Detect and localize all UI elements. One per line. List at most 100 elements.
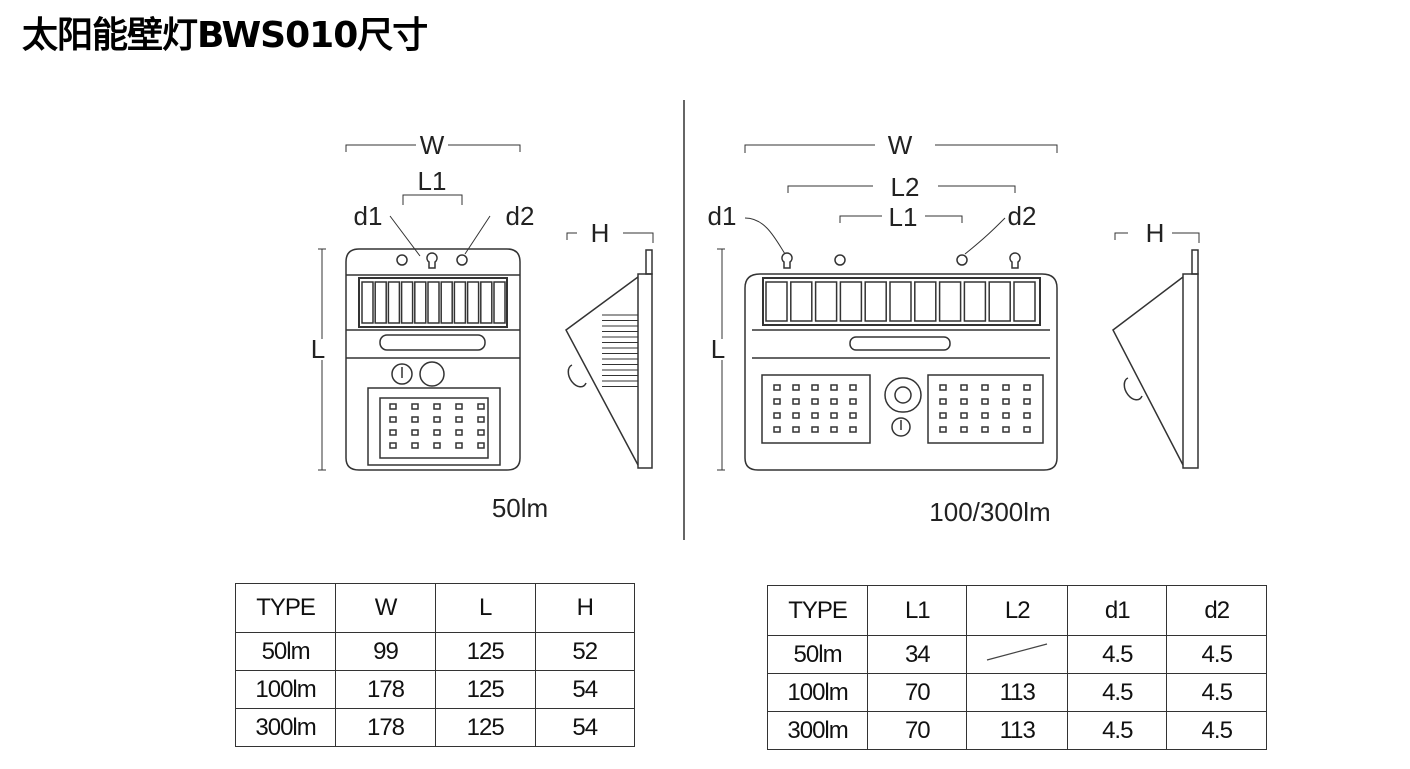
led — [792, 426, 800, 433]
dim-label-d1: d1 — [708, 201, 737, 231]
led — [981, 426, 989, 433]
led — [773, 412, 781, 419]
led — [830, 412, 838, 419]
header-cell: d1 — [1067, 585, 1168, 636]
right-dimensions — [717, 144, 1200, 471]
left-dimensions — [318, 144, 654, 471]
dim-label-l2: L2 — [891, 172, 920, 202]
header-cell: d2 — [1166, 585, 1267, 636]
table-cell: 178 — [335, 670, 436, 709]
led — [792, 384, 800, 391]
sensor-icon — [884, 377, 922, 413]
table-cell: 70 — [867, 711, 968, 750]
led — [960, 426, 968, 433]
solar-cell — [988, 281, 1011, 322]
led — [981, 384, 989, 391]
solar-cell — [427, 281, 440, 324]
led — [1023, 412, 1031, 419]
solar-cell — [361, 281, 374, 324]
page-title: 太阳能壁灯BWS010尺寸 — [22, 15, 428, 56]
led — [939, 398, 947, 405]
solar-cell — [814, 281, 838, 322]
led — [811, 398, 819, 405]
caption-100-300lm: 100/300lm — [929, 497, 1050, 527]
table-cell: 4.5 — [1166, 711, 1267, 750]
table-cell: 4.5 — [1067, 673, 1168, 712]
led — [981, 412, 989, 419]
header-cell: L — [434, 583, 536, 633]
solar-cell — [440, 281, 453, 324]
not-applicable-slash — [966, 635, 1069, 674]
table-cell: 125 — [434, 670, 536, 709]
table-cell: 125 — [434, 632, 536, 671]
led — [1023, 426, 1031, 433]
led — [477, 403, 485, 410]
table-cell: 34 — [867, 635, 968, 674]
led — [811, 426, 819, 433]
led — [433, 429, 441, 436]
solar-cell — [387, 281, 401, 324]
table-cell: 4.5 — [1067, 635, 1168, 674]
led — [433, 403, 441, 410]
solar-cell — [864, 281, 887, 322]
solar-cell — [938, 281, 962, 322]
solar-cell — [790, 281, 813, 322]
solar-cell — [765, 281, 788, 322]
led — [773, 426, 781, 433]
led — [389, 429, 397, 436]
dim-label-l1: L1 — [889, 202, 918, 232]
solar-cell — [453, 281, 467, 324]
led — [477, 429, 485, 436]
dim-label-d2: d2 — [1008, 201, 1037, 231]
table-cell: 70 — [867, 673, 968, 712]
solar-cell — [480, 281, 493, 324]
table-cell: 4.5 — [1166, 673, 1267, 712]
header-cell: TYPE — [766, 585, 869, 636]
keyhole — [426, 252, 438, 269]
led — [477, 442, 485, 449]
led — [811, 412, 819, 419]
table-cell: 52 — [534, 632, 636, 671]
left-side-view — [565, 249, 653, 469]
solar-cell — [839, 281, 863, 322]
led — [1002, 398, 1010, 405]
dim-label-d1: d1 — [354, 201, 383, 231]
solar-cell — [374, 281, 387, 324]
dim-label-d2: d2 — [506, 201, 535, 231]
left-front-view — [345, 248, 521, 471]
power-button-icon — [891, 417, 911, 437]
led — [1002, 412, 1010, 419]
led — [773, 384, 781, 391]
led — [849, 412, 857, 419]
solar-cell — [1013, 281, 1036, 322]
led — [792, 412, 800, 419]
table-cell: 113 — [966, 711, 1069, 750]
led — [960, 384, 968, 391]
led — [477, 416, 485, 423]
led — [1002, 426, 1010, 433]
led — [411, 429, 419, 436]
led — [1002, 384, 1010, 391]
table-cell: 113 — [966, 673, 1069, 712]
dim-label-l: L — [311, 334, 325, 364]
table-cell: 100lm — [234, 670, 337, 709]
sensor-icon — [419, 361, 445, 387]
dim-label-l1: L1 — [418, 166, 447, 196]
led — [792, 398, 800, 405]
table-cell: 300lm — [234, 708, 337, 747]
table-cell: 50lm — [234, 632, 337, 671]
led — [849, 398, 857, 405]
led — [960, 412, 968, 419]
led — [830, 384, 838, 391]
right-side-view — [1112, 249, 1199, 469]
led — [939, 412, 947, 419]
led — [811, 384, 819, 391]
led — [389, 403, 397, 410]
table-cell: 99 — [335, 632, 436, 671]
led — [849, 426, 857, 433]
table-cell: 300lm — [766, 711, 869, 750]
led — [960, 398, 968, 405]
table-cell: 54 — [534, 708, 636, 747]
